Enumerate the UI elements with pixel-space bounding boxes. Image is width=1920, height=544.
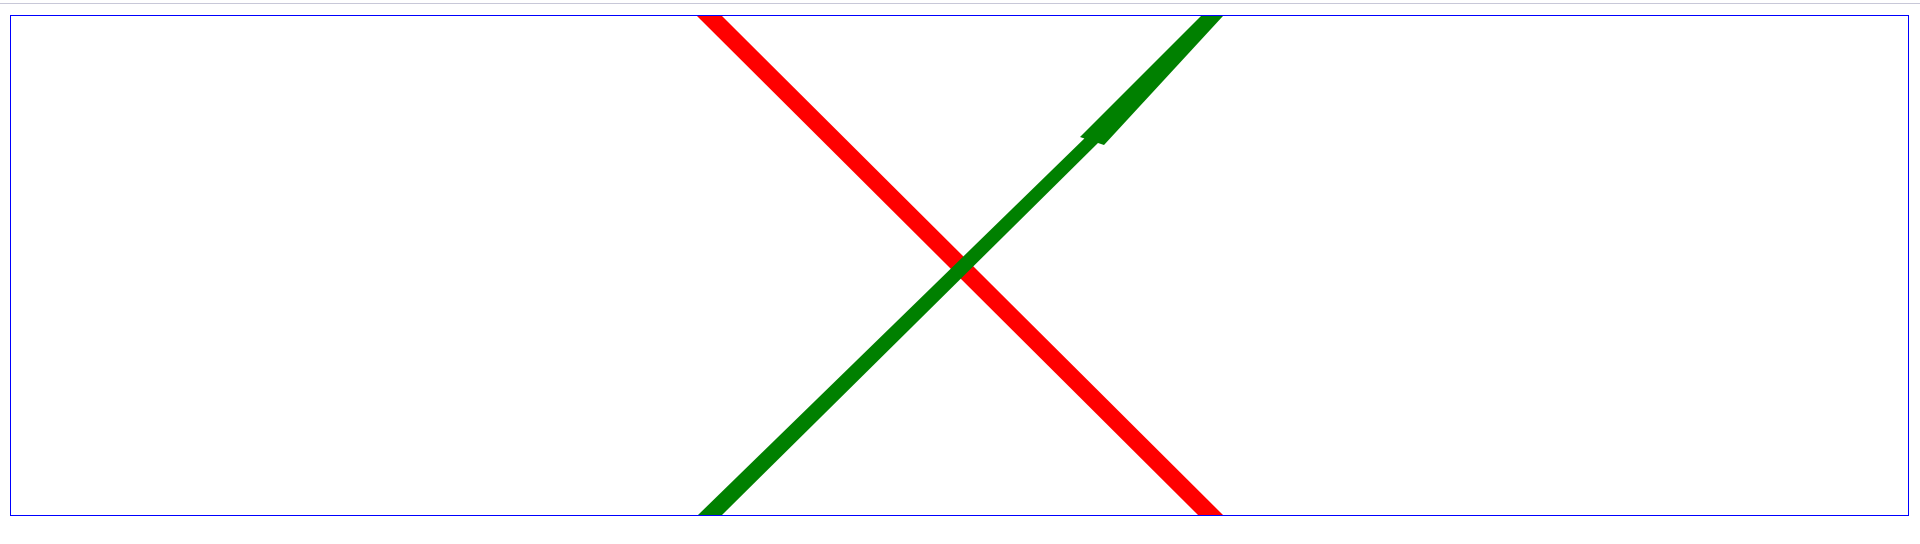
top-rule [0, 3, 1920, 4]
drawing-canvas [10, 15, 1909, 516]
canvas-drawing [697, 16, 1223, 515]
green-diagonal-line-lower [698, 133, 1101, 515]
green-diagonal-line-upper [1080, 16, 1223, 145]
